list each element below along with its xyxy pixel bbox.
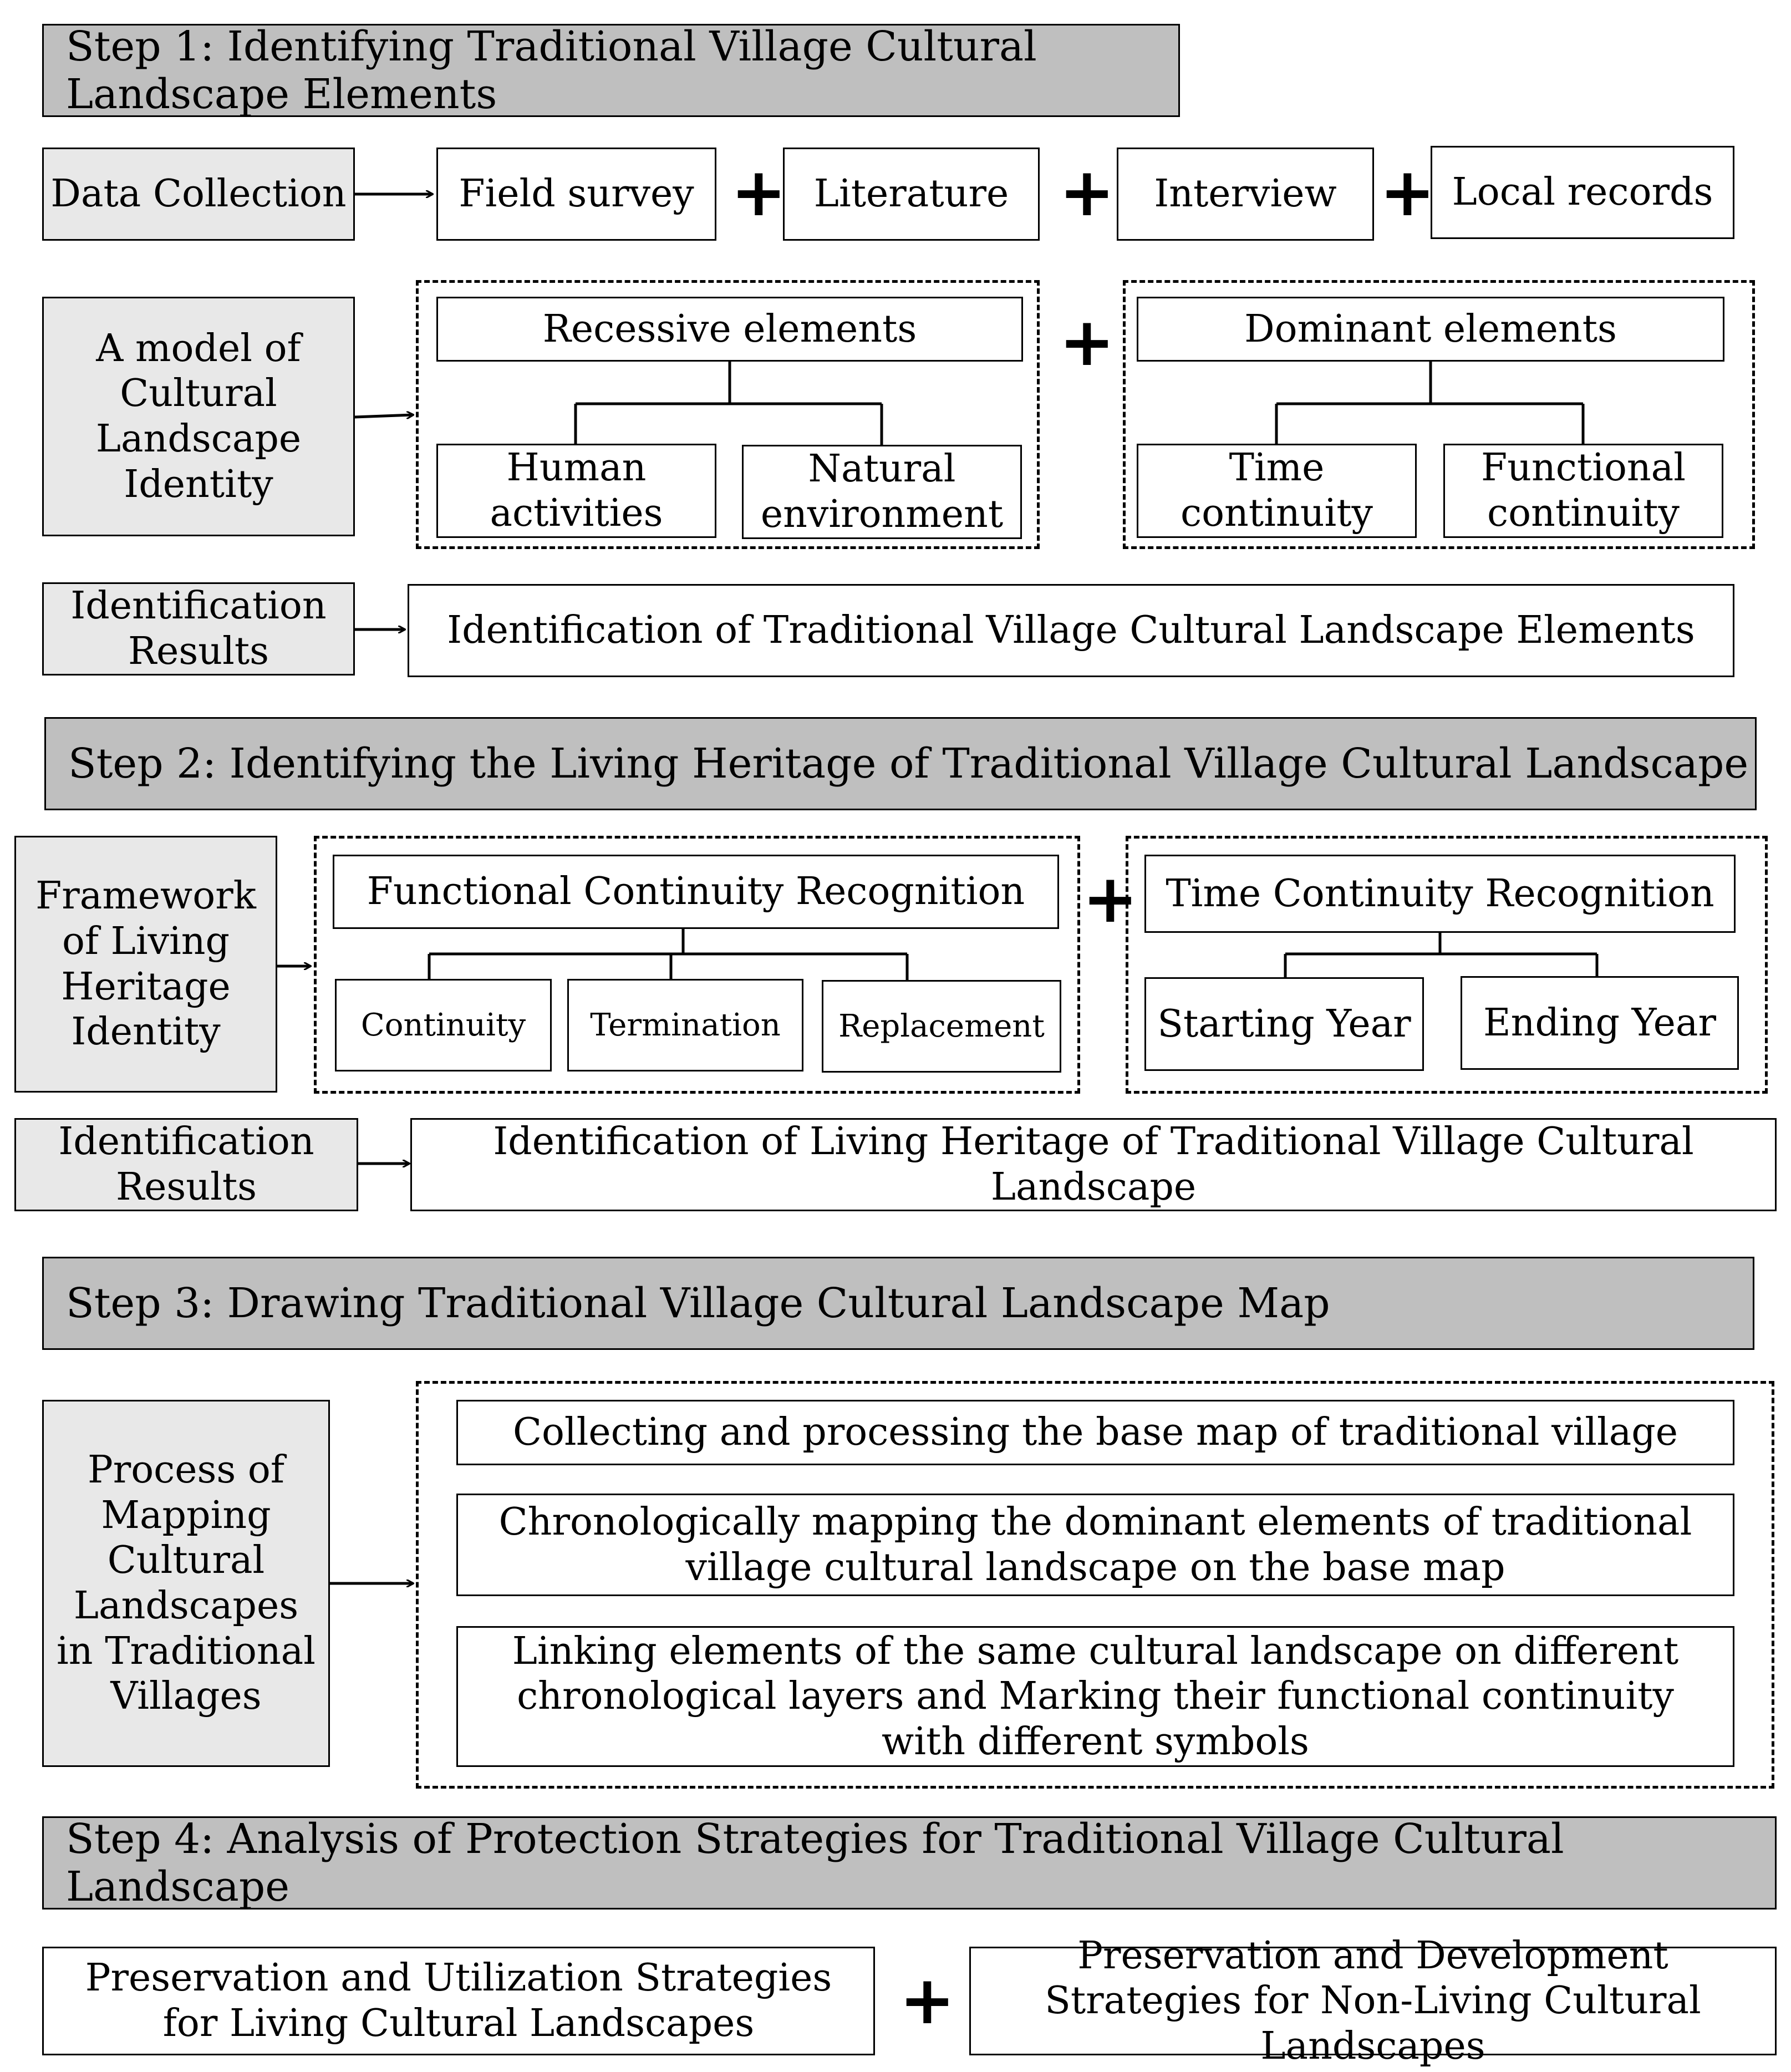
step2-title: Step 2: Identifying the Living Heritage … [68, 740, 1749, 788]
human-activities: Human activities [436, 444, 716, 538]
mapping-step-2: Chronologically mapping the dominant ele… [456, 1494, 1734, 1596]
time-group [1126, 836, 1768, 1094]
source-literature: Literature [783, 148, 1040, 241]
recessive-group [416, 280, 1040, 549]
identification-living-heritage-result: Identification of Living Heritage of Tra… [410, 1118, 1777, 1211]
functional-continuity: Functional continuity [1443, 444, 1723, 538]
plus-icon: + [731, 154, 787, 231]
termination: Termination [567, 979, 803, 1071]
plus-icon: + [899, 1962, 955, 2039]
data-collection-label: Data Collection [42, 148, 355, 241]
mapping-steps-group [416, 1381, 1774, 1789]
plus-icon: + [1380, 154, 1436, 231]
time-continuity-recognition: Time Continuity Recognition [1144, 855, 1736, 933]
ending-year: Ending Year [1461, 976, 1739, 1070]
dominant-elements: Dominant elements [1137, 297, 1724, 362]
identification-results-label: Identification Results [14, 1118, 358, 1211]
functional-continuity-recognition: Functional Continuity Recognition [333, 855, 1059, 929]
step2-header: Step 2: Identifying the Living Heritage … [44, 717, 1757, 810]
identification-elements-result: Identification of Traditional Village Cu… [408, 584, 1734, 677]
plus-icon: + [1082, 861, 1138, 938]
mapping-process-label: Process of Mapping Cultural Landscapes i… [42, 1400, 330, 1767]
functional-group [314, 836, 1080, 1094]
source-field-survey: Field survey [436, 148, 716, 241]
living-heritage-framework-label: Framework of Living Heritage Identity [14, 836, 277, 1093]
source-local-records: Local records [1431, 146, 1734, 239]
recessive-elements: Recessive elements [436, 297, 1023, 362]
step1-title: Step 1: Identifying Traditional Village … [66, 23, 1037, 118]
replacement: Replacement [822, 980, 1061, 1073]
identification-results-label: Identification Results [42, 582, 355, 676]
step4-header: Step 4: Analysis of Protection Strategie… [42, 1815, 1777, 1911]
dominant-group [1123, 280, 1755, 549]
living-landscape-strategies: Preservation and Utilization Strategies … [42, 1947, 875, 2055]
mapping-step-3: Linking elements of the same cultural la… [456, 1626, 1734, 1767]
mapping-step-1: Collecting and processing the base map o… [456, 1400, 1734, 1465]
plus-icon: + [1059, 304, 1115, 381]
step3-title: Step 3: Drawing Traditional Village Cult… [66, 1279, 1330, 1327]
cultural-landscape-model-label: A model of Cultural Landscape Identity [42, 297, 355, 536]
starting-year: Starting Year [1144, 977, 1424, 1071]
step4-title: Step 4: Analysis of Protection Strategie… [66, 1815, 1564, 1911]
plus-icon: + [1059, 154, 1115, 231]
natural-environment: Natural environment [742, 445, 1022, 539]
time-continuity: Time continuity [1137, 444, 1417, 538]
source-interview: Interview [1117, 148, 1374, 241]
step1-header: Step 1: Identifying Traditional Village … [42, 23, 1180, 118]
continuity: Continuity [335, 979, 552, 1071]
non-living-landscape-strategies: Preservation and Development Strategies … [969, 1934, 1777, 2068]
step3-header: Step 3: Drawing Traditional Village Cult… [42, 1257, 1754, 1350]
